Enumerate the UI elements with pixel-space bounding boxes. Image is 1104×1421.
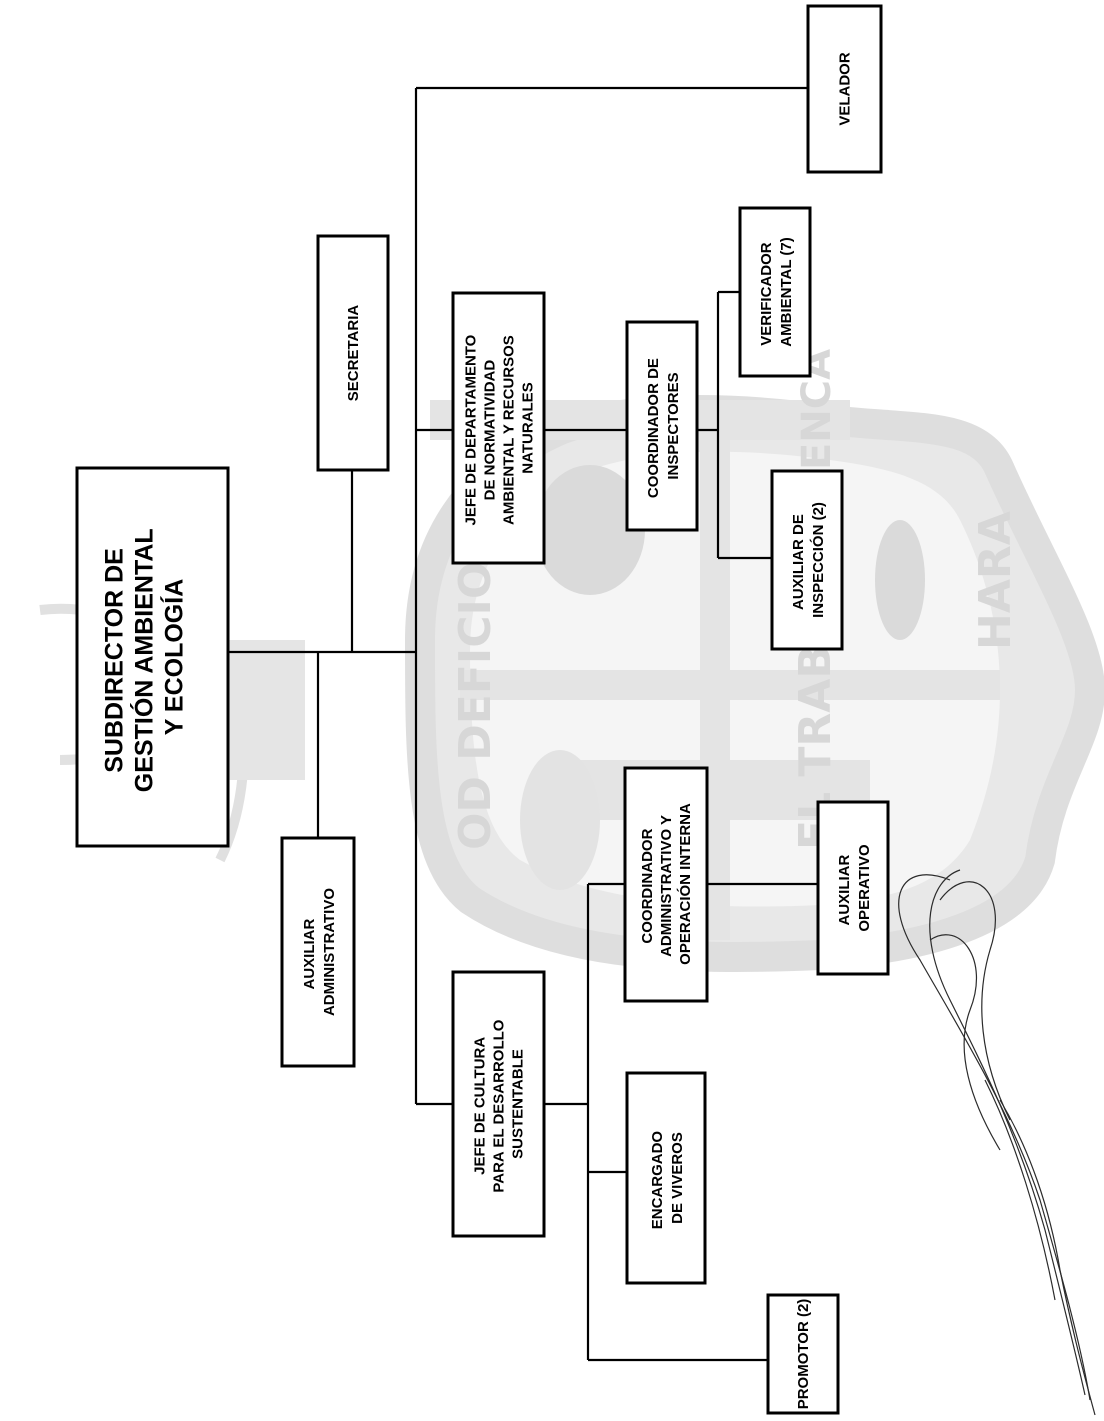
label-coordinador-administrativo-line-1: COORDINADOR	[639, 828, 656, 943]
label-verificador-ambiental-line-2: AMBIENTAL (7)	[778, 237, 795, 346]
svg-text:JEFE DE DEPARTAMENTO D: JEFE DE DEPARTAMENTO DE NORMATIVIDAD AMB…	[463, 330, 537, 525]
svg-text:SUBDIRECTOR DE GESTIÓN: SUBDIRECTOR DE GESTIÓN AMBIENTAL Y ECOLO…	[101, 522, 189, 792]
label-subdirector-line-3: Y ECOLOGÍA	[160, 579, 189, 736]
label-encargado-viveros-line-1: ENCARGADO	[649, 1131, 666, 1230]
svg-text:COORDINADOR ADMINISTRA: COORDINADOR ADMINISTRATIVO Y OPERACIÓN I…	[639, 803, 694, 965]
watermark-tree-image	[535, 465, 645, 595]
box-coordinador-administrativo	[623, 766, 709, 1003]
label-velador-line-1: VELADOR	[837, 52, 854, 126]
watermark-arc-right-text: HARA	[970, 511, 1021, 650]
label-coordinador-administrativo-line-2: ADMINISTRATIVO Y	[658, 815, 675, 957]
box-auxiliar-operativo	[816, 800, 890, 976]
svg-text:VERIFICADOR AMBIENTAL: VERIFICADOR AMBIENTAL (7)	[758, 237, 795, 346]
box-secretaria	[316, 234, 390, 472]
label-coordinador-administrativo-line-3: OPERACIÓN INTERNA	[676, 803, 694, 965]
svg-text:AUXILIAR ADMINISTRATIV: AUXILIAR ADMINISTRATIVO	[301, 888, 338, 1016]
label-jefe-cultura-line-2: PARA EL DESARROLLO	[491, 1019, 508, 1192]
label-auxiliar-inspeccion-line-2: INSPECCIÓN (2)	[809, 502, 827, 618]
nodes	[75, 4, 890, 1415]
box-jefe-cultura	[451, 970, 546, 1238]
watermark-fish-image	[875, 520, 925, 640]
node-labels: SUBDIRECTOR DE GESTIÓN AMBIENTAL Y ECOLO…	[101, 52, 874, 1409]
box-coordinador-inspectores	[625, 320, 699, 532]
label-auxiliar-inspeccion-line-1: AUXILIAR DE	[790, 514, 807, 610]
box-promotor	[766, 1293, 840, 1415]
label-subdirector-line-1: SUBDIRECTOR DE	[101, 548, 129, 773]
label-jefe-normatividad-line-4: NATURALES	[520, 382, 537, 473]
svg-text:JEFE DE CULTURA PARA E: JEFE DE CULTURA PARA EL DESARROLLO SUSTE…	[472, 1015, 527, 1192]
label-jefe-cultura-line-1: JEFE DE CULTURA	[472, 1037, 489, 1175]
label-coordinador-inspectores-line-1: COORDINADOR DE	[645, 358, 662, 498]
watermark-cross-horizontal	[460, 670, 1000, 700]
svg-text:VELADOR: VELADOR	[837, 52, 854, 126]
label-auxiliar-operativo-line-1: AUXILIAR	[836, 855, 853, 926]
label-jefe-normatividad-line-2: DE NORMATIVIDAD	[482, 360, 499, 501]
label-verificador-ambiental-line-1: VERIFICADOR	[758, 242, 775, 346]
handwritten-signature	[898, 869, 1096, 1416]
watermark-landscape-image	[520, 750, 600, 890]
label-jefe-normatividad-line-3: AMBIENTAL Y RECURSOS	[501, 335, 518, 525]
box-verificador-ambiental	[738, 206, 812, 378]
box-encargado-viveros	[625, 1071, 707, 1285]
label-coordinador-inspectores-line-2: INSPECTORES	[665, 372, 682, 479]
label-auxiliar-administrativo-line-2: ADMINISTRATIVO	[321, 888, 338, 1016]
svg-text:ENCARGADO DE VIVEROS: ENCARGADO DE VIVEROS	[649, 1127, 686, 1230]
box-velador	[806, 4, 883, 174]
label-jefe-normatividad-line-1: JEFE DE DEPARTAMENTO	[463, 334, 480, 525]
label-auxiliar-operativo-line-2: OPERATIVO	[856, 844, 873, 932]
label-promotor-line-1: PROMOTOR (2)	[795, 1299, 812, 1410]
box-auxiliar-administrativo	[280, 836, 356, 1068]
svg-text:COORDINADOR DE INSPECT: COORDINADOR DE INSPECTORES	[645, 354, 682, 498]
svg-text:SECRETARIA: SECRETARIA	[345, 305, 362, 402]
box-subdirector	[75, 466, 230, 848]
watermark-pillar	[225, 640, 305, 780]
svg-text:AUXILIAR OPERATIVO: AUXILIAR OPERATIVO	[836, 844, 873, 932]
label-secretaria-line-1: SECRETARIA	[345, 305, 362, 402]
label-jefe-cultura-line-3: SUSTENTABLE	[510, 1049, 527, 1159]
svg-text:AUXILIAR DE INSPECCIÓN: AUXILIAR DE INSPECCIÓN (2)	[790, 502, 827, 618]
connectors	[228, 86, 818, 1362]
label-encargado-viveros-line-2: DE VIVEROS	[669, 1132, 686, 1224]
box-jefe-normatividad	[451, 291, 546, 565]
label-subdirector-line-2: GESTIÓN AMBIENTAL	[129, 529, 159, 793]
label-auxiliar-administrativo-line-1: AUXILIAR	[301, 919, 318, 990]
svg-text:PROMOTOR (2): PROMOTOR (2)	[795, 1299, 812, 1410]
box-auxiliar-inspeccion	[770, 469, 844, 651]
